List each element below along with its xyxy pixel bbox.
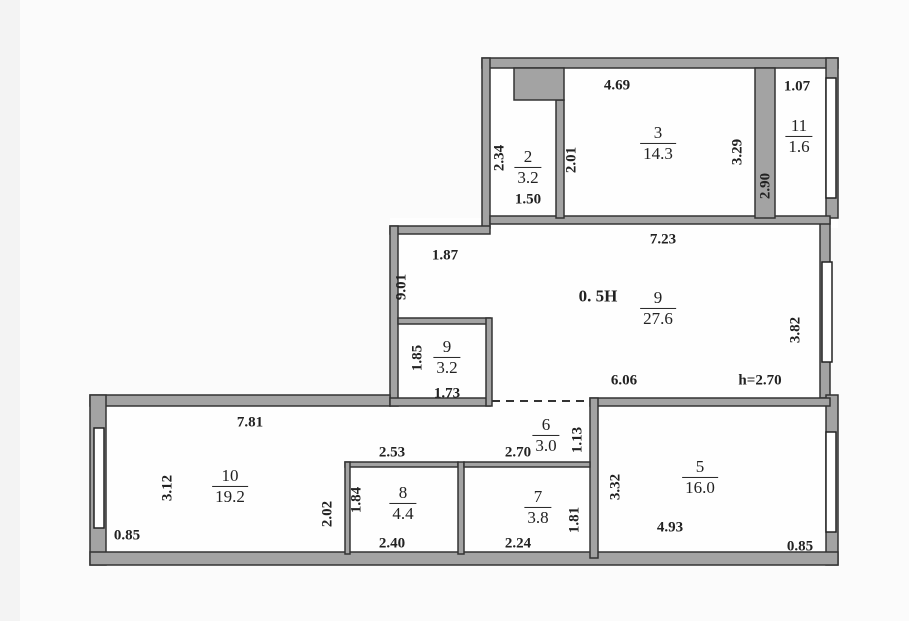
room-area: 3.8 bbox=[524, 506, 552, 528]
dimension: 1.81 bbox=[566, 506, 583, 534]
room-number: 7 bbox=[533, 486, 543, 506]
dimension: 3.12 bbox=[159, 474, 176, 502]
dimension: 0.85 bbox=[113, 527, 141, 544]
room-number: 3 bbox=[653, 122, 663, 142]
dimension: 1.73 bbox=[433, 385, 461, 402]
dimension: 1.85 bbox=[409, 344, 426, 372]
dimension: 9.01 bbox=[393, 273, 410, 301]
room-area: 19.2 bbox=[212, 485, 248, 507]
room-area: 1.6 bbox=[785, 135, 813, 157]
dimension: 7.23 bbox=[649, 231, 677, 248]
dimension: 2.53 bbox=[378, 444, 406, 461]
dimension: 0.85 bbox=[786, 538, 814, 555]
room-number: 9 bbox=[653, 287, 663, 307]
room-area: 3.2 bbox=[514, 166, 542, 188]
room-number: 9 bbox=[442, 336, 452, 356]
dimension: 2.70 bbox=[504, 444, 532, 461]
room-area: 4.4 bbox=[389, 502, 417, 524]
room-number: 8 bbox=[398, 482, 408, 502]
dimension: 2.02 bbox=[319, 500, 336, 528]
dimension: 2.34 bbox=[491, 144, 508, 172]
ceiling-height: h=2.70 bbox=[738, 372, 782, 389]
dimension: 7.81 bbox=[236, 414, 264, 431]
dimension: 6.06 bbox=[610, 372, 638, 389]
dimension: 1.87 bbox=[431, 247, 459, 264]
dimension: 3.82 bbox=[787, 316, 804, 344]
room-area: 27.6 bbox=[640, 307, 676, 329]
dimension: 4.69 bbox=[603, 77, 631, 94]
dimension: 3.29 bbox=[729, 138, 746, 166]
dimension: 1.84 bbox=[348, 486, 365, 514]
dimension: 1.07 bbox=[783, 78, 811, 95]
room-number: 6 bbox=[541, 414, 551, 434]
dimension: 2.24 bbox=[504, 535, 532, 552]
windows bbox=[93, 77, 837, 533]
dimension: 1.13 bbox=[569, 426, 586, 454]
room-area: 16.0 bbox=[682, 476, 718, 498]
dimension: 2.90 bbox=[757, 172, 774, 200]
dimension: 3.32 bbox=[607, 473, 624, 501]
room-area: 3.0 bbox=[532, 434, 560, 456]
room-area: 14.3 bbox=[640, 142, 676, 164]
unclear-label: 0. 5H bbox=[578, 286, 618, 306]
dimension: 2.01 bbox=[563, 146, 580, 174]
room-number: 2 bbox=[523, 146, 533, 166]
room-number: 10 bbox=[221, 465, 239, 485]
room-number: 5 bbox=[695, 456, 705, 476]
room-area: 3.2 bbox=[433, 356, 461, 378]
room-number: 11 bbox=[790, 115, 808, 135]
dimension: 4.93 bbox=[656, 519, 684, 536]
dimension: 1.50 bbox=[514, 191, 542, 208]
dimension: 2.40 bbox=[378, 535, 406, 552]
